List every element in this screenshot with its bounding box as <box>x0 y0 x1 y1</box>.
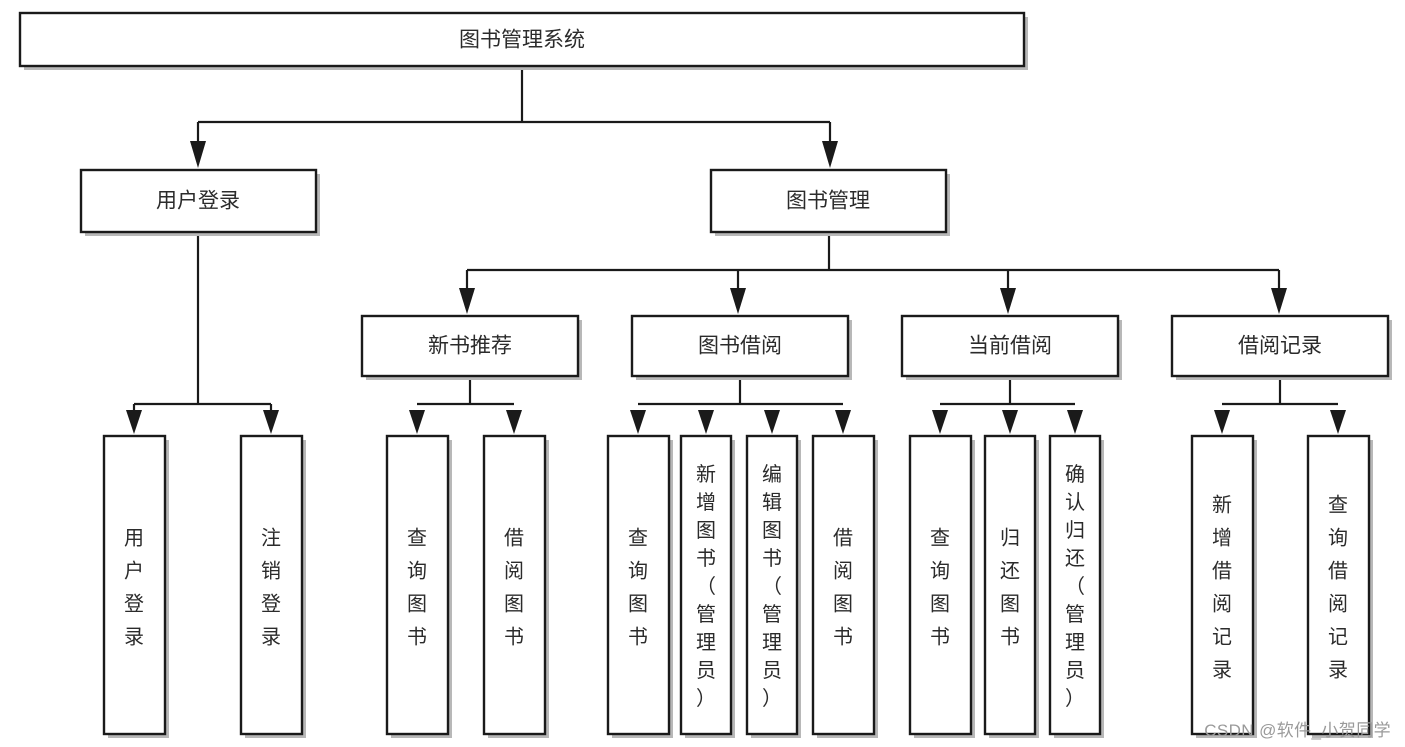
connector-group-new-book-rec-to-leaves <box>409 376 522 434</box>
node-current-borrow[interactable]: 当前借阅 <box>900 314 1122 380</box>
node-leaf-confirm-return-label: 确认归还（管理员） <box>1065 463 1085 710</box>
node-leaf-query-book-1[interactable]: 查询图书 <box>385 434 452 738</box>
node-leaf-query-book-3[interactable]: 查询图书 <box>908 434 975 738</box>
node-leaf-borrow-book-2-label: 借阅图书 <box>833 527 853 649</box>
node-leaf-user-login-box[interactable] <box>102 434 167 736</box>
arrow-leaf-query-book-2 <box>630 410 646 434</box>
node-new-book-rec[interactable]: 新书推荐 <box>360 314 582 380</box>
arrow-leaf-edit-book <box>764 410 780 434</box>
node-leaf-user-logout[interactable]: 注销登录 <box>239 434 306 738</box>
arrow-user-login <box>190 141 206 168</box>
node-leaf-borrow-book-2-box[interactable] <box>811 434 876 736</box>
arrow-leaf-borrow-book-1 <box>506 410 522 434</box>
node-book-manage[interactable]: 图书管理 <box>709 168 950 236</box>
connector-group-root-to-level2 <box>190 66 838 168</box>
node-leaf-add-record[interactable]: 新增借阅记录 <box>1190 434 1257 738</box>
node-user-login[interactable]: 用户登录 <box>79 168 320 236</box>
node-book-borrow[interactable]: 图书借阅 <box>630 314 852 380</box>
arrow-book-manage <box>822 141 838 168</box>
arrow-book-borrow <box>730 288 746 314</box>
node-leaf-user-login-label: 用户登录 <box>124 528 144 649</box>
node-leaf-user-logout-box[interactable] <box>239 434 304 736</box>
arrow-leaf-add-record <box>1214 410 1230 434</box>
arrow-leaf-query-book-1 <box>409 410 425 434</box>
node-new-book-rec-label: 新书推荐 <box>428 335 512 358</box>
node-leaf-edit-book-label: 编辑图书（管理员） <box>762 463 782 710</box>
node-leaf-add-record-label: 新增借阅记录 <box>1212 494 1232 682</box>
node-leaf-query-book-3-box[interactable] <box>908 434 973 736</box>
node-leaf-edit-book[interactable]: 编辑图书（管理员） <box>745 434 801 738</box>
node-current-borrow-box[interactable] <box>900 314 1120 378</box>
node-user-login-label: 用户登录 <box>156 190 240 213</box>
node-leaf-query-record-label: 查询借阅记录 <box>1328 494 1348 682</box>
node-leaf-query-book-3-label: 查询图书 <box>930 527 950 649</box>
arrow-borrow-record <box>1271 288 1287 314</box>
csdn-watermark: CSDN @软件_小贺同学 <box>1204 721 1391 740</box>
node-leaf-add-book-label: 新增图书（管理员） <box>696 463 716 710</box>
node-book-borrow-label: 图书借阅 <box>698 335 782 358</box>
arrow-leaf-user-login <box>126 410 142 434</box>
node-leaf-query-record[interactable]: 查询借阅记录 <box>1306 434 1373 738</box>
node-leaf-query-book-2-box[interactable] <box>606 434 671 736</box>
node-leaf-user-login[interactable]: 用户登录 <box>102 434 169 738</box>
node-leaf-return-book-label: 归还图书 <box>1000 527 1020 649</box>
node-root[interactable]: 图书管理系统 <box>18 11 1028 70</box>
node-borrow-record[interactable]: 借阅记录 <box>1170 314 1392 380</box>
arrow-leaf-query-record <box>1330 410 1346 434</box>
connector-group-current-borrow-to-leaves <box>932 376 1083 434</box>
node-leaf-query-book-2-label: 查询图书 <box>628 527 648 649</box>
arrow-leaf-return-book <box>1002 410 1018 434</box>
node-leaf-query-book-1-label: 查询图书 <box>407 527 427 649</box>
node-leaf-borrow-book-1-box[interactable] <box>482 434 547 736</box>
node-leaf-confirm-return[interactable]: 确认归还（管理员） <box>1048 434 1104 738</box>
connector-group-user-login-to-leaves <box>126 232 279 434</box>
arrow-new-book-rec <box>459 288 475 314</box>
node-root-box[interactable] <box>18 11 1026 68</box>
connector-group-book-borrow-to-leaves <box>630 376 851 434</box>
node-user-login-box[interactable] <box>79 168 318 234</box>
node-book-manage-box[interactable] <box>709 168 948 234</box>
node-borrow-record-box[interactable] <box>1170 314 1390 378</box>
node-root-label: 图书管理系统 <box>459 29 585 52</box>
node-book-borrow-box[interactable] <box>630 314 850 378</box>
node-leaf-add-book[interactable]: 新增图书（管理员） <box>679 434 735 738</box>
node-book-manage-label: 图书管理 <box>786 190 870 213</box>
node-leaf-user-logout-label: 注销登录 <box>261 527 281 649</box>
arrow-current-borrow <box>1000 288 1016 314</box>
node-leaf-return-book[interactable]: 归还图书 <box>983 434 1039 738</box>
arrow-leaf-borrow-book-2 <box>835 410 851 434</box>
node-leaf-return-book-box[interactable] <box>983 434 1037 736</box>
node-leaf-edit-book-box[interactable] <box>745 434 799 736</box>
node-borrow-record-label: 借阅记录 <box>1238 335 1322 358</box>
node-leaf-add-book-box[interactable] <box>679 434 733 736</box>
node-new-book-rec-box[interactable] <box>360 314 580 378</box>
node-leaf-add-record-box[interactable] <box>1190 434 1255 736</box>
node-leaf-confirm-return-box[interactable] <box>1048 434 1102 736</box>
connector-group-borrow-record-to-leaves <box>1214 376 1346 434</box>
node-leaf-query-book-2[interactable]: 查询图书 <box>606 434 673 738</box>
node-leaf-query-book-1-box[interactable] <box>385 434 450 736</box>
node-leaf-query-record-box[interactable] <box>1306 434 1371 736</box>
arrow-leaf-user-logout <box>263 410 279 434</box>
node-leaf-borrow-book-1-label: 借阅图书 <box>504 527 524 649</box>
arrow-leaf-add-book <box>698 410 714 434</box>
node-current-borrow-label: 当前借阅 <box>968 335 1052 358</box>
arrow-leaf-confirm-return <box>1067 410 1083 434</box>
connector-group-book-manage-to-level3 <box>459 232 1287 314</box>
node-leaf-borrow-book-1[interactable]: 借阅图书 <box>482 434 549 738</box>
node-leaf-borrow-book-2[interactable]: 借阅图书 <box>811 434 878 738</box>
arrow-leaf-query-book-3 <box>932 410 948 434</box>
